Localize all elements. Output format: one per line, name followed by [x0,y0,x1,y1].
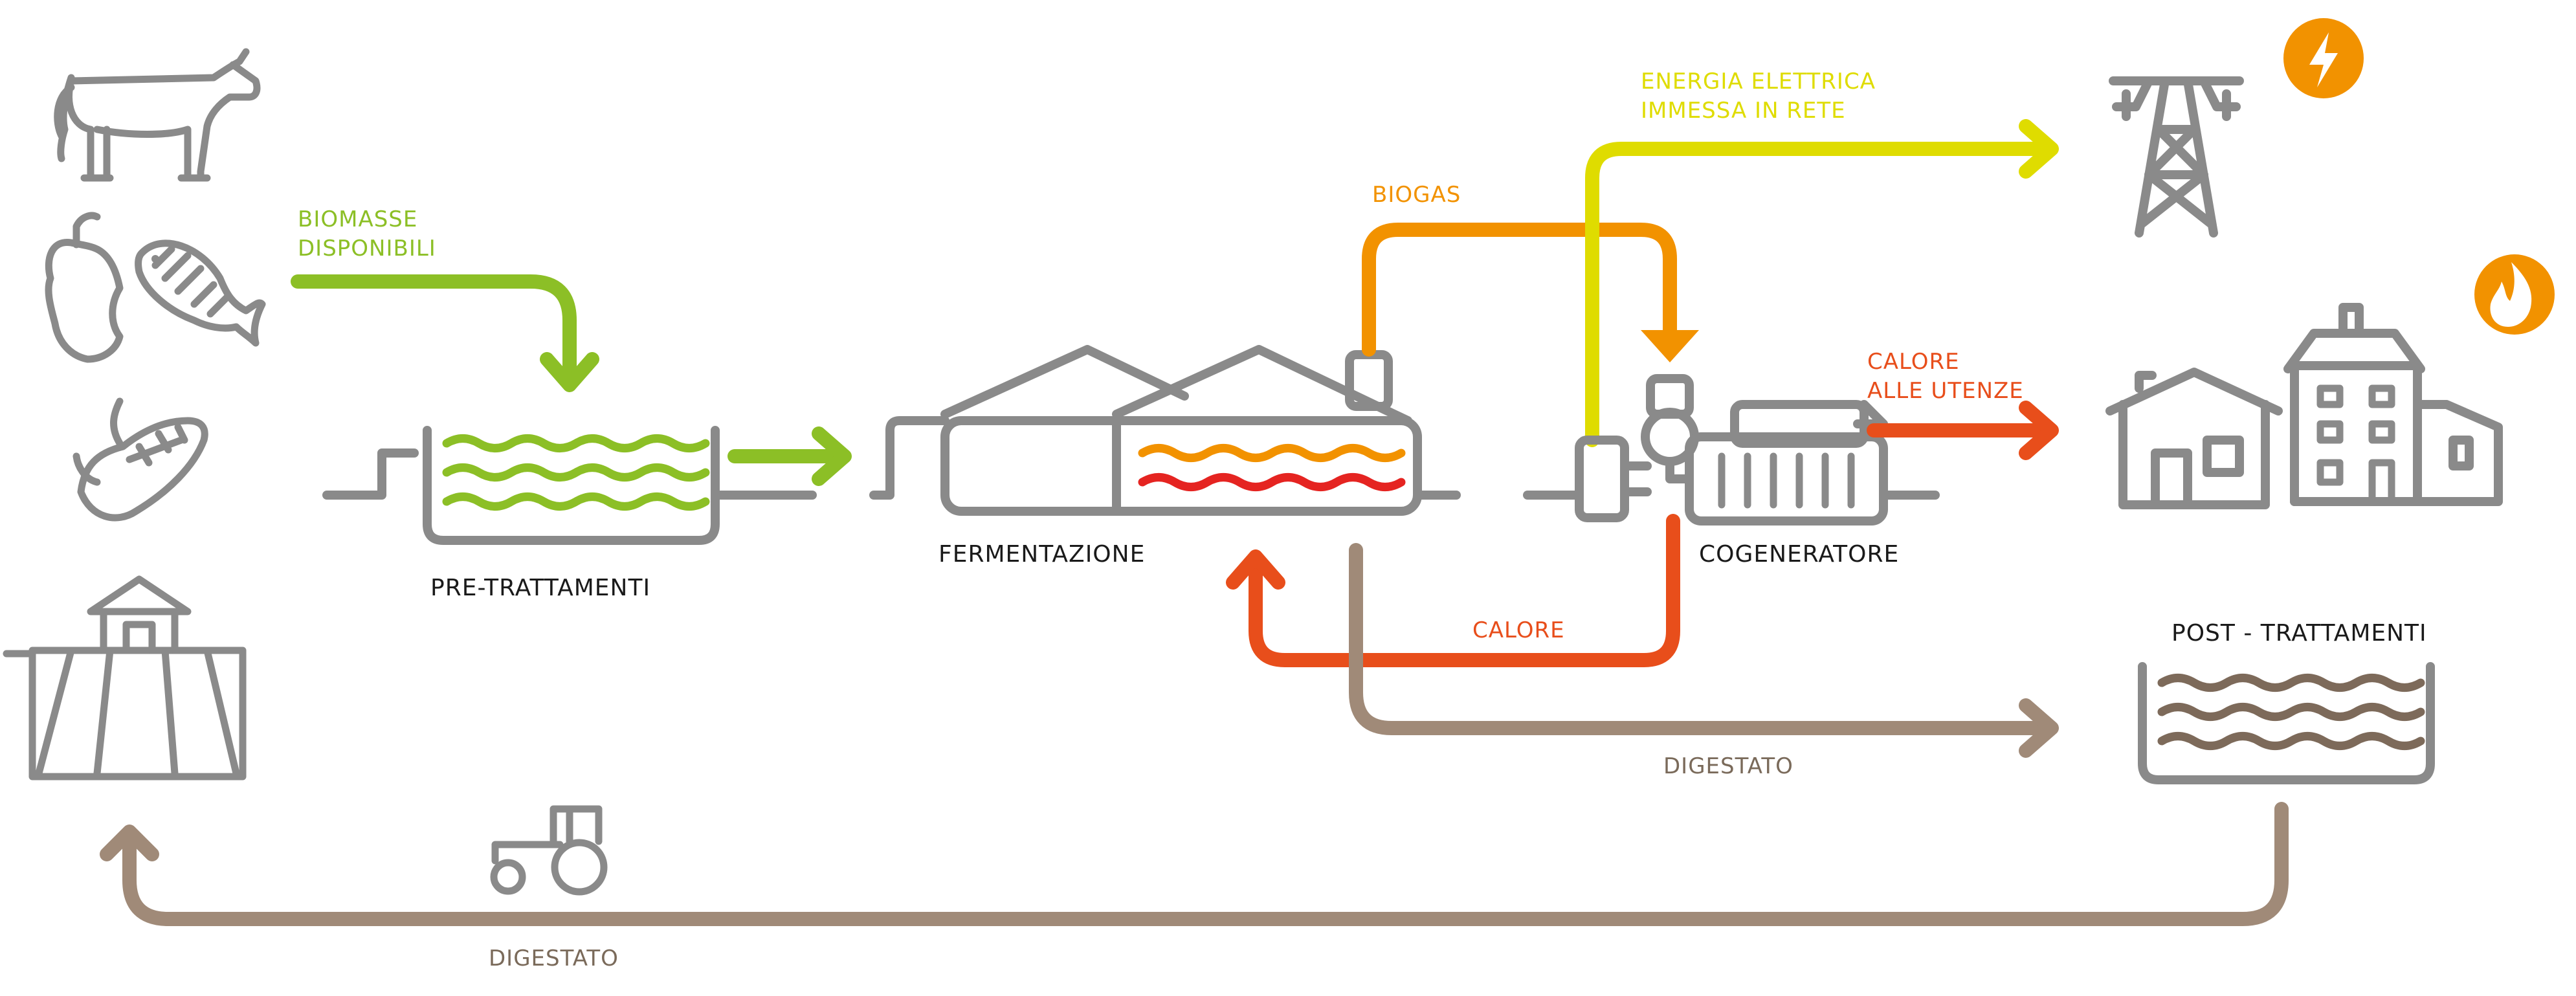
fermentation-digester-icon [869,345,1461,516]
post-treatment-label: POST - TRATTAMENTI [2171,620,2427,647]
cogenerator-label: COGENERATORE [1699,541,1899,568]
flame-icon [2490,262,2532,327]
biomasse-label-line2: DISPONIBILI [298,236,436,261]
energia-label-line1: ENERGIA ELETTRICA [1641,69,1876,94]
heat-return-arrow [1249,514,1680,667]
fish-bone-icon [135,239,266,347]
calore-label: CALORE [1472,617,1565,643]
apple-core-icon [45,212,124,363]
pre-treatment-tank-icon [322,426,817,545]
calore-utenze-label-line1: CALORE [1867,349,1960,375]
power-pylon-icon [2109,76,2244,238]
pre-treatment-label: PRE-TRATTAMENTI [430,575,650,601]
heat-to-users-arrowhead [2019,401,2059,460]
post-treatment-tank-icon [2138,662,2435,784]
tractor-icon [490,805,608,896]
biogas-arrowhead [1641,330,1699,362]
calore-utenze-label-line2: ALLE UTENZE [1867,378,2024,404]
pre-to-fermentation-arrowhead [812,426,852,486]
heat-badge [2474,254,2555,335]
biogas-flow-arrow [1362,223,1677,357]
cow-icon [54,48,261,182]
energia-label-line2: IMMESSA IN RETE [1641,98,1846,124]
houses-icon [2105,303,2503,509]
heat-return-arrowhead [1226,549,1285,590]
fermentation-label: FERMENTAZIONE [938,541,1145,568]
digestato-upper-label: DIGESTATO [1663,753,1793,779]
biogas-label: BIOGAS [1372,182,1461,208]
digestate-lower-arrowhead [100,824,159,861]
digestate-upper-arrow [1349,543,2052,735]
digestate-upper-arrowhead [2019,698,2059,758]
biomasse-flow-arrow [291,274,577,382]
lightning-bolt-icon [2309,32,2338,87]
digestate-lower-arrow [122,802,2289,926]
electricity-badge [2283,18,2364,98]
electricity-arrowhead [2019,119,2059,179]
digestato-lower-label: DIGESTATO [489,946,619,971]
corn-icon [72,397,208,522]
biomasse-arrowhead [540,352,599,392]
biomasse-label-line1: BIOMASSE [298,206,417,232]
electricity-flow-arrow [1585,142,2052,447]
farm-field-icon [3,575,247,780]
